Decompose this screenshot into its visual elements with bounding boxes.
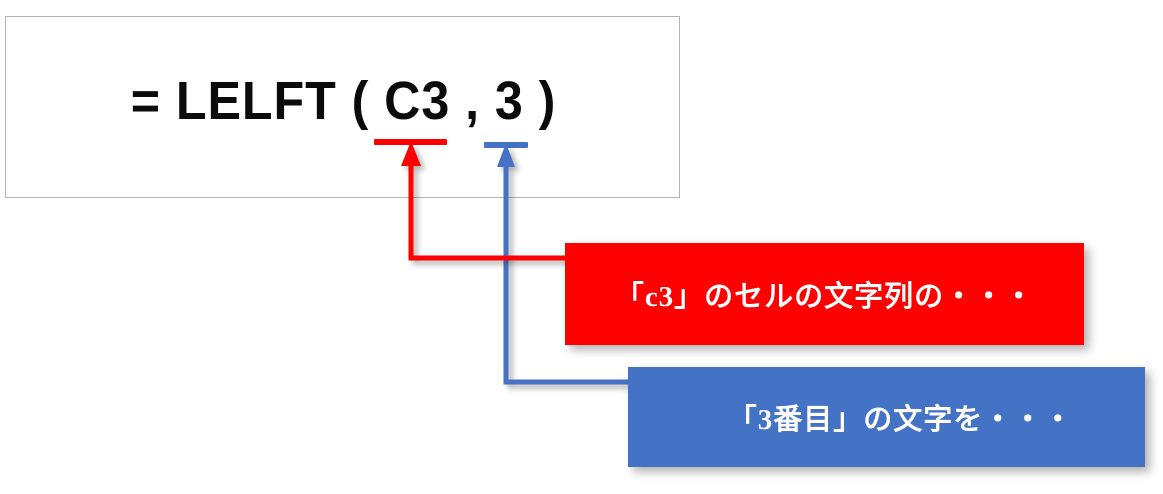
formula-frame: = LELFT ( C3 , 3 )	[5, 16, 680, 198]
formula-text: = LELFT ( C3 , 3 )	[130, 71, 557, 131]
callout-red-label: 「c3」のセルの文字列の・・・	[614, 281, 1035, 313]
arg2-underline	[484, 142, 528, 148]
callout-blue-label: 「3番目」の文字を・・・	[727, 404, 1074, 436]
callout-red[interactable]: 「c3」のセルの文字列の・・・	[565, 243, 1084, 345]
callout-blue[interactable]: 「3番目」の文字を・・・	[628, 367, 1145, 467]
arg1-underline	[374, 139, 447, 145]
